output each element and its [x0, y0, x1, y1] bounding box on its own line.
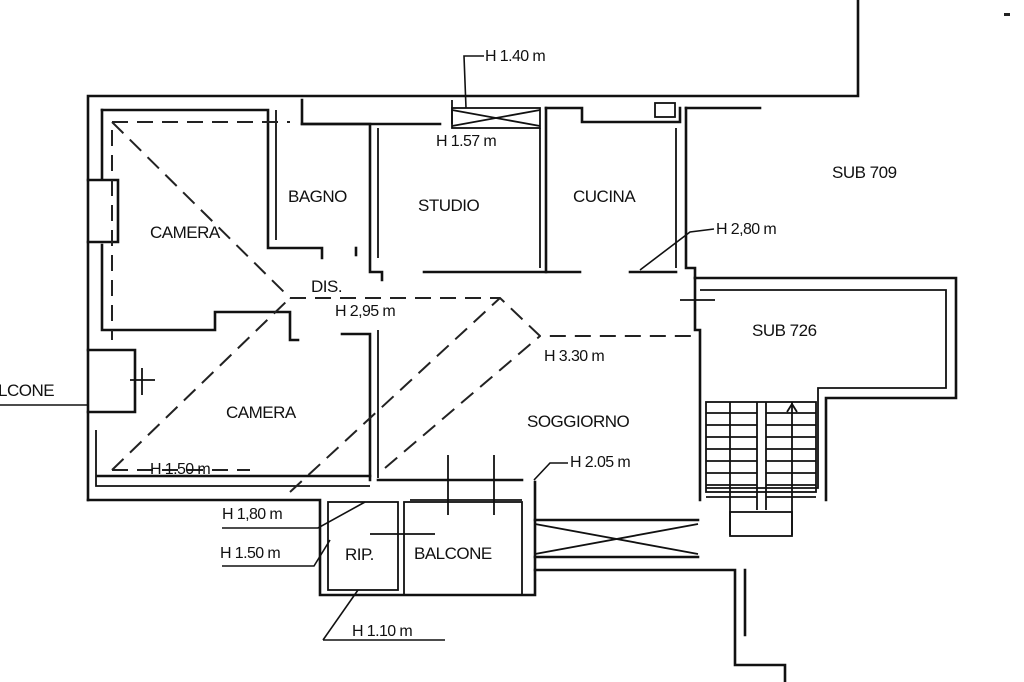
staircase — [705, 401, 817, 537]
height-label-205: H 2.05 m — [570, 454, 630, 471]
room-labels: CAMERA BAGNO STUDIO CUCINA DIS. CAMERA S… — [0, 163, 897, 564]
room-label-studio: STUDIO — [418, 196, 480, 215]
room-label-cucina: CUCINA — [573, 187, 636, 206]
room-label-camera-2: CAMERA — [226, 403, 297, 422]
room-label-disimpegno: DIS. — [311, 277, 342, 296]
height-label-280: H 2,80 m — [716, 221, 776, 238]
room-label-balcone-side: LCONE — [0, 381, 54, 400]
room-label-camera-1: CAMERA — [150, 223, 221, 242]
scan-speck — [1004, 13, 1010, 16]
height-label-180: H 1,80 m — [222, 506, 282, 523]
room-label-balcone-front: BALCONE — [414, 544, 492, 563]
height-label-157: H 1.57 m — [436, 133, 496, 150]
height-label-150-camera: H 1.50 m — [150, 461, 210, 478]
room-label-soggiorno: SOGGIORNO — [527, 412, 630, 431]
height-label-295: H 2,95 m — [335, 303, 395, 320]
unit-label-sub-709: SUB 709 — [832, 163, 897, 182]
height-label-150-rip: H 1.50 m — [220, 545, 280, 562]
room-label-bagno: BAGNO — [288, 187, 347, 206]
height-leaders — [0, 55, 715, 641]
height-labels: H 1.40 m H 1.57 m H 2,80 m H 2,95 m H 3.… — [150, 48, 777, 640]
slope-lines — [111, 121, 695, 493]
unit-label-sub-726: SUB 726 — [752, 321, 817, 340]
apartment-walls — [86, 98, 958, 682]
height-label-330: H 3.30 m — [544, 348, 604, 365]
height-label-140: H 1.40 m — [485, 48, 545, 65]
height-label-110: H 1.10 m — [352, 623, 412, 640]
room-label-ripostiglio: RIP. — [345, 545, 374, 564]
